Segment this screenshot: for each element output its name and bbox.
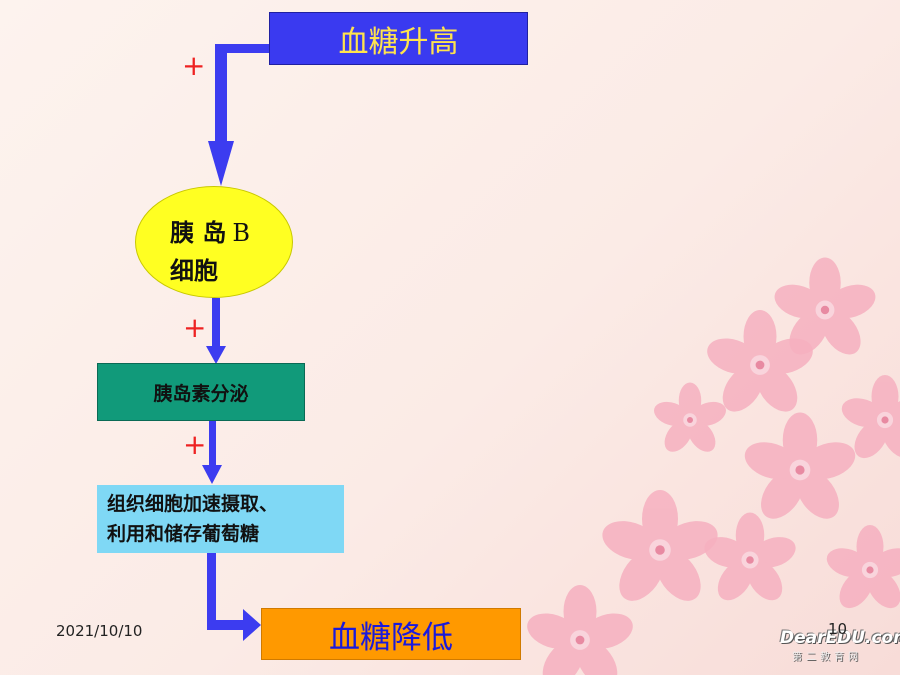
tissue-cells-label-line2: 利用和储存葡萄糖 — [107, 523, 260, 545]
insulin-secretion-label: 胰岛素分泌 — [153, 382, 249, 405]
insulin-secretion-box: 胰岛素分泌 — [97, 363, 305, 421]
blood-sugar-fall-box: 血糖降低 — [261, 608, 521, 660]
tissue-cells-label-line1: 组织细胞加速摄取、 — [107, 493, 279, 515]
page-number: 10 — [828, 620, 848, 638]
plus-sign-1: + — [182, 49, 206, 82]
logo-text: DearEDU.com — [780, 628, 900, 648]
slide-date: 2021/10/10 — [56, 622, 143, 640]
b-letter-label: B — [232, 219, 250, 247]
blood-sugar-rise-label: 血糖升高 — [338, 24, 459, 60]
islet-b-cell-label-line2: 细胞 — [170, 257, 218, 285]
tissue-cells-box: 组织细胞加速摄取、 利用和储存葡萄糖 — [97, 485, 344, 553]
islet-label: 胰 岛 — [170, 219, 227, 247]
plus-sign-2: + — [183, 311, 207, 344]
arrow-secretion-to-cells — [202, 421, 222, 484]
logo-subtext: 第二教育网 — [792, 652, 862, 663]
arrow-rise-to-b-cell — [208, 44, 270, 186]
arrow-cells-to-fall — [207, 553, 261, 641]
arrow-b-cell-to-secretion — [206, 298, 226, 364]
plus-sign-3: + — [183, 428, 207, 461]
blood-sugar-fall-label: 血糖降低 — [329, 619, 453, 656]
blood-sugar-rise-box: 血糖升高 — [269, 12, 528, 65]
